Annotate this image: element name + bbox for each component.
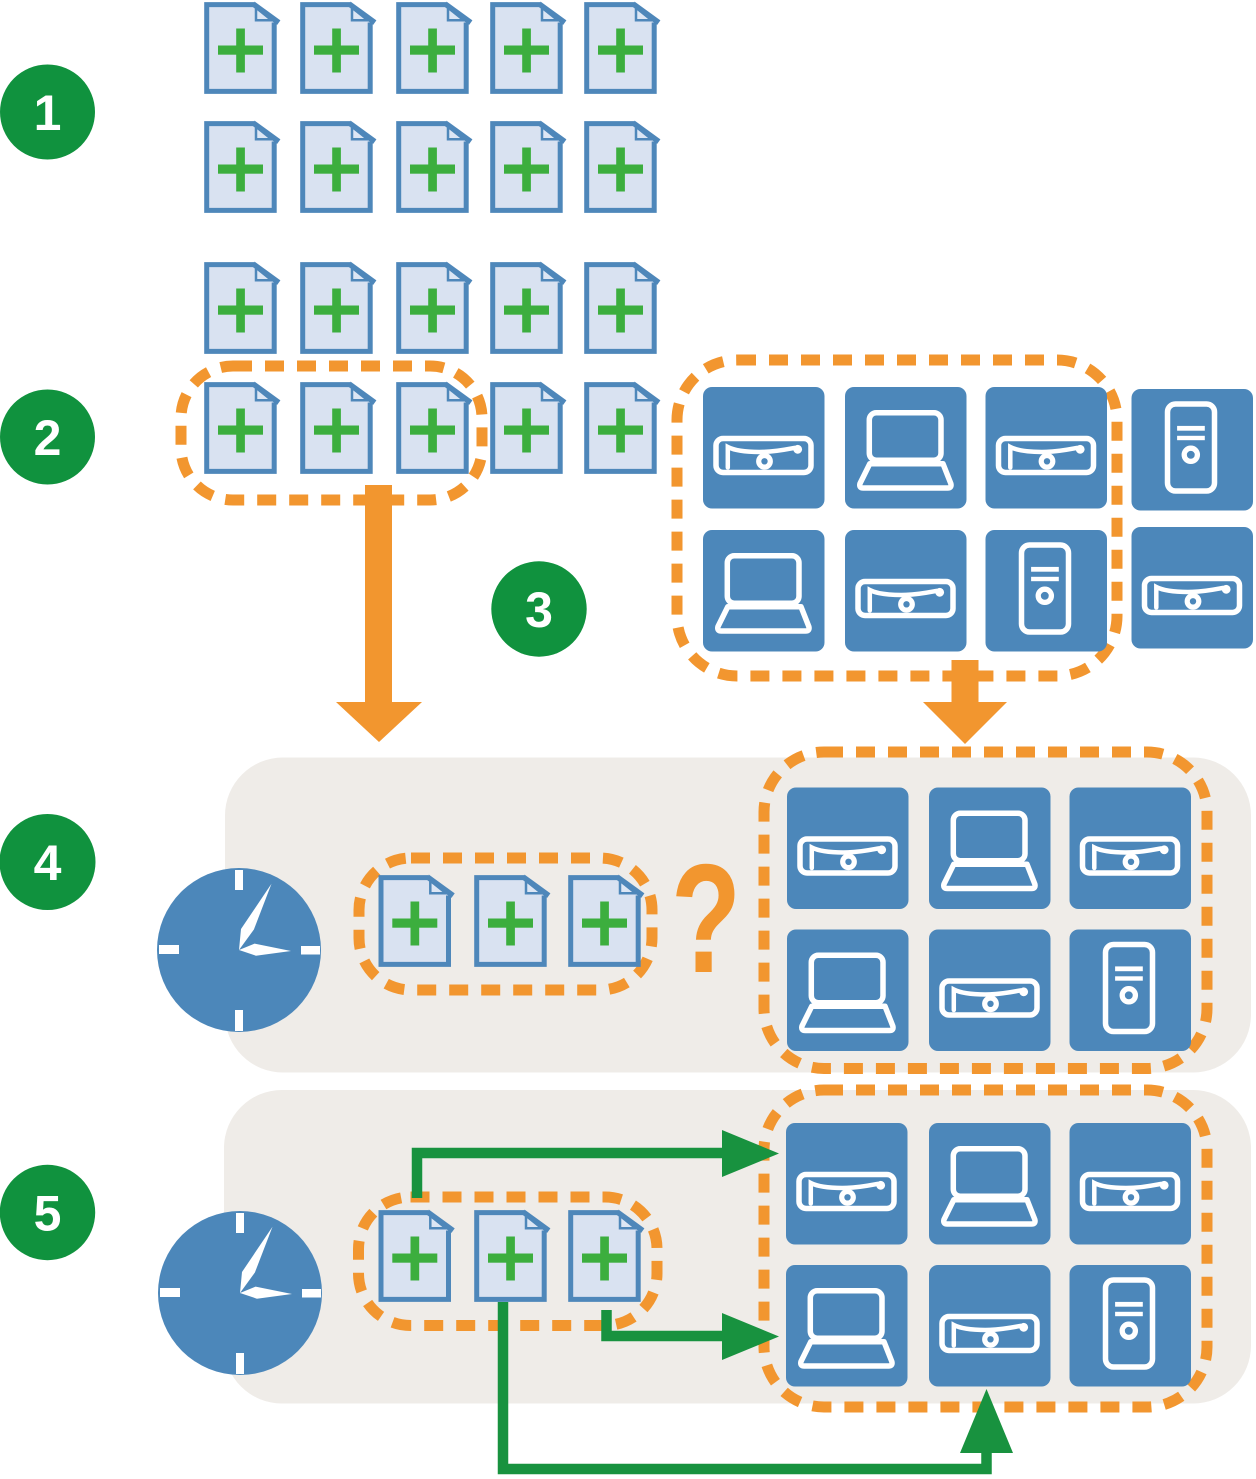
svg-text:2: 2 — [34, 410, 62, 466]
svg-text:4: 4 — [34, 835, 62, 891]
svg-text:1: 1 — [34, 85, 62, 141]
svg-text:5: 5 — [34, 1186, 62, 1242]
svg-text:?: ? — [671, 832, 741, 1005]
svg-text:3: 3 — [525, 582, 553, 638]
